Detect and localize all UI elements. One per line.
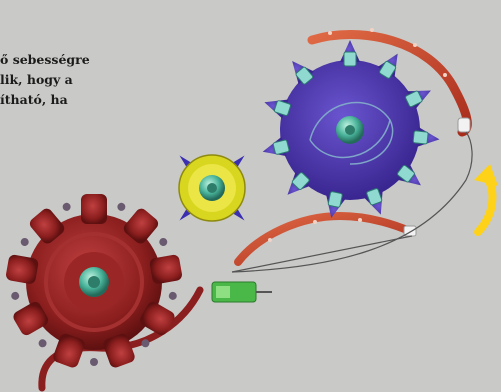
connector-piece	[212, 282, 272, 302]
pinion-gear-icon	[147, 123, 277, 253]
curved-arrow-icon	[474, 164, 498, 232]
lower-rim-arc	[238, 216, 416, 262]
drive-gear-icon	[5, 194, 183, 369]
escapement-wheel-icon	[260, 40, 440, 220]
